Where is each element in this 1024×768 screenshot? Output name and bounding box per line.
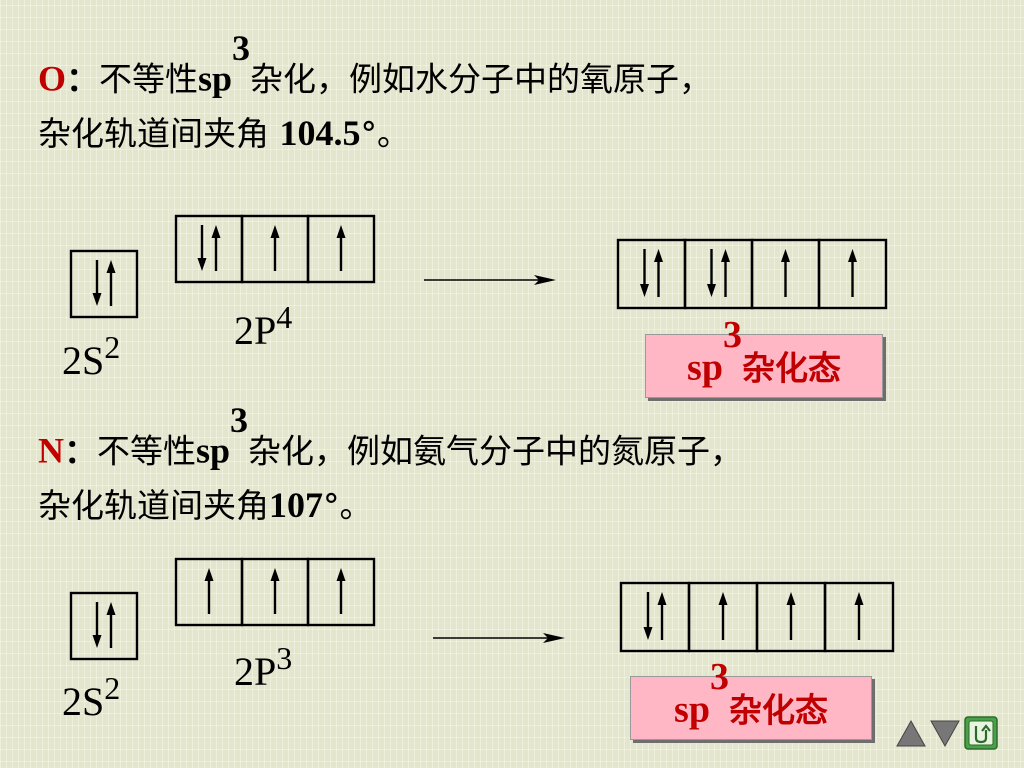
n-sp: sp bbox=[196, 430, 231, 471]
o-state-text: 杂化态 bbox=[741, 348, 841, 388]
o-2p-label-sup: 4 bbox=[276, 299, 293, 335]
o-line-1: O：不等性sp3杂化，例如水分子中的氧原子， bbox=[38, 30, 713, 100]
n-state-text: 杂化态 bbox=[728, 690, 828, 730]
n-hybrid-svg bbox=[619, 581, 895, 653]
n-line2-text: 杂化轨道间夹角 bbox=[38, 486, 269, 525]
o-2s-orbital-box bbox=[69, 249, 139, 319]
o-hybrid-cell-2-down-arrow-head bbox=[707, 284, 716, 297]
o-hybrid-cell-3-up-arrow-head bbox=[781, 249, 790, 262]
n-2s-label-text: 2S bbox=[62, 679, 105, 724]
next-triangle-icon[interactable] bbox=[930, 717, 960, 749]
o-2s-cell-1-up-arrow-head bbox=[106, 260, 116, 273]
o-line-2: 杂化轨道间夹角 104.5°。 bbox=[38, 113, 410, 154]
o-state-sp: sp bbox=[687, 346, 723, 389]
n-reaction-arrow bbox=[433, 633, 565, 643]
o-hybrid-cell-2 bbox=[683, 238, 754, 310]
prev-triangle-icon[interactable] bbox=[896, 717, 926, 749]
n-2p-cell-1-up-arrow-head bbox=[204, 568, 214, 581]
n-line2-end: °。 bbox=[323, 486, 373, 525]
slide-navigation bbox=[896, 716, 998, 750]
o-2p-cell-1 bbox=[174, 214, 244, 284]
element-o: O bbox=[38, 58, 67, 99]
o-hybrid-cell-4-up-arrow-head bbox=[848, 249, 857, 262]
o-2p-cell-3-up-arrow-head bbox=[336, 225, 346, 238]
n-2s-cell-1-up-arrow-head bbox=[106, 602, 116, 615]
o-2s-label-text: 2S bbox=[62, 338, 105, 383]
o-2s-cell-1-down-arrow-head bbox=[92, 293, 102, 306]
o-hybrid-cell-1 bbox=[616, 238, 687, 310]
colon: ： bbox=[66, 59, 100, 99]
o-angle: 104.5 bbox=[279, 113, 361, 153]
o-text-a: 不等性 bbox=[99, 59, 199, 99]
n-2p-cell-3-up-arrow-head bbox=[336, 568, 346, 581]
o-2p-cell-2-up-arrow-head bbox=[270, 225, 280, 238]
o-2p-label-text: 2P bbox=[234, 308, 277, 353]
n-line-2: 杂化轨道间夹角107°。 bbox=[38, 485, 373, 526]
o-line2-text: 杂化轨道间夹角 bbox=[38, 114, 280, 153]
n-2p-svg bbox=[174, 557, 376, 627]
n-hybrid-orbital-box bbox=[619, 581, 895, 653]
o-line2-end: °。 bbox=[360, 114, 411, 153]
n-angle: 107 bbox=[269, 485, 323, 525]
o-hybrid-state-label: sp3杂化态 bbox=[645, 316, 883, 398]
n-2p-orbital-box bbox=[174, 557, 377, 627]
o-hybrid-svg bbox=[616, 238, 888, 310]
o-2p-svg bbox=[174, 214, 376, 284]
o-2p-cell-3 bbox=[306, 214, 376, 284]
n-2s-cell-1-down-arrow-head bbox=[92, 635, 102, 648]
n-2s-cell-1 bbox=[69, 591, 139, 661]
n-state-sup: 3 bbox=[709, 656, 729, 698]
n-2s-orbital-box bbox=[69, 591, 139, 661]
o-2p-cell-1-up-arrow-head bbox=[211, 225, 221, 238]
n-hybrid-state-label: sp3杂化态 bbox=[630, 658, 872, 740]
n-2p-label-sup: 3 bbox=[276, 640, 293, 676]
n-hybrid-cell-3-up-arrow-head bbox=[786, 592, 796, 605]
n-hybrid-cell-1-down-arrow-head bbox=[643, 627, 653, 640]
n-2s-svg bbox=[69, 591, 139, 661]
n-2s-label: 2S2 bbox=[62, 672, 120, 725]
o-2s-label-sup: 2 bbox=[104, 329, 121, 365]
n-state-sp: sp bbox=[674, 688, 710, 731]
n-text-b: 杂化，例如氨气分子中的氮原子， bbox=[248, 431, 744, 471]
o-sp: sp bbox=[198, 58, 233, 99]
o-2s-svg bbox=[69, 249, 139, 319]
o-sup: 3 bbox=[232, 28, 251, 68]
o-reaction-arrow bbox=[424, 275, 556, 285]
n-hybrid-cell-4 bbox=[823, 581, 895, 653]
o-hybrid-cell-1-down-arrow-head bbox=[640, 284, 649, 297]
n-text-a: 不等性 bbox=[97, 431, 196, 471]
colon: ： bbox=[64, 431, 97, 471]
o-2s-cell-1 bbox=[69, 249, 139, 319]
o-hybrid-cell-1-up-arrow-head bbox=[654, 249, 663, 262]
n-sup: 3 bbox=[230, 400, 249, 440]
n-2p-cell-3 bbox=[306, 557, 376, 627]
n-2p-cell-2-up-arrow-head bbox=[270, 568, 280, 581]
o-2p-cell-1-down-arrow-head bbox=[197, 258, 207, 271]
element-n: N bbox=[38, 430, 64, 471]
return-icon[interactable] bbox=[964, 716, 998, 750]
o-text-b: 杂化，例如水分子中的氧原子， bbox=[250, 59, 713, 99]
o-2s-label: 2S2 bbox=[62, 331, 120, 384]
n-2p-label-text: 2P bbox=[234, 649, 277, 694]
n-2s-label-sup: 2 bbox=[104, 670, 121, 706]
o-state-sup: 3 bbox=[722, 314, 742, 356]
n-hybrid-cell-1-up-arrow-head bbox=[657, 592, 667, 605]
o-hybrid-cell-4 bbox=[817, 238, 888, 310]
n-2p-label: 2P3 bbox=[234, 642, 292, 695]
n-hybrid-cell-2-up-arrow-head bbox=[718, 592, 728, 605]
o-hybrid-orbital-box bbox=[616, 238, 888, 310]
o-2p-orbital-box bbox=[174, 214, 377, 284]
n-line-1: N：不等性sp3杂化，例如氨气分子中的氮原子， bbox=[38, 402, 744, 472]
n-hybrid-cell-1 bbox=[619, 581, 691, 653]
n-hybrid-cell-4-up-arrow-head bbox=[854, 592, 864, 605]
o-2p-label: 2P4 bbox=[234, 301, 292, 354]
o-hybrid-cell-2-up-arrow-head bbox=[721, 249, 730, 262]
